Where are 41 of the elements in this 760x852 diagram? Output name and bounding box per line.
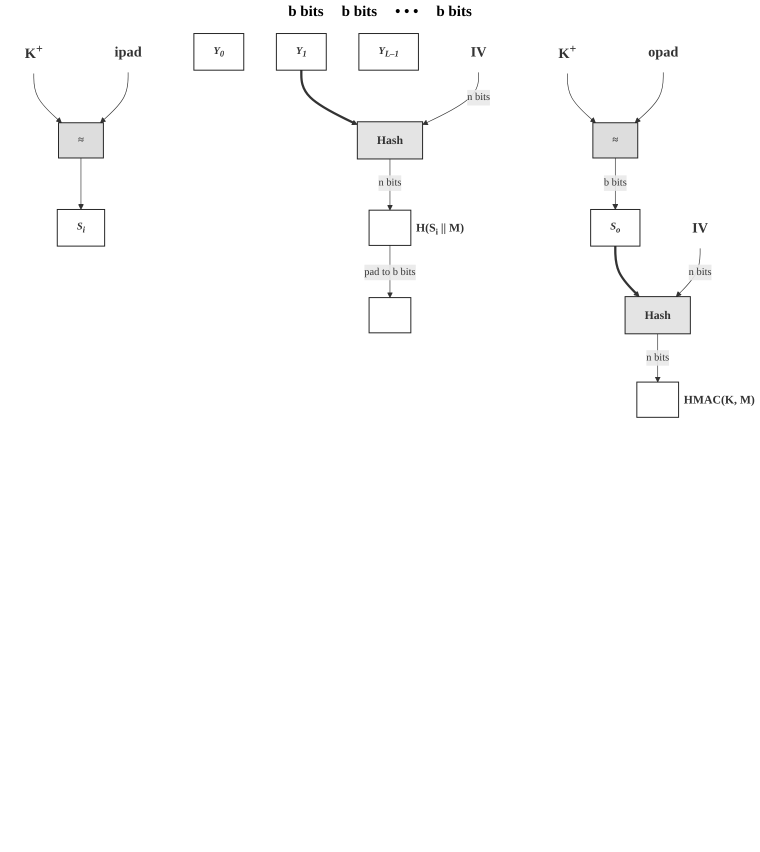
node-text: opad [648, 44, 678, 60]
node-text: K$^{+}$ [558, 42, 576, 62]
arrow [612, 158, 618, 210]
output-label: H(S$_{i}$ || M) [416, 222, 464, 236]
node-text: K$^{+}$ [24, 42, 43, 62]
node-box [636, 382, 680, 418]
edge-label: n bits [646, 352, 670, 364]
arrow [78, 158, 84, 210]
output-label: HMAC(K, M) [684, 394, 755, 407]
node-box: Hash [356, 121, 424, 160]
edge-label: pad to b bits [364, 266, 416, 278]
arrow [387, 158, 393, 210]
node-box: Y$_{L–1}$ [358, 33, 419, 71]
node-box [368, 297, 412, 334]
edge-label: n bits [467, 92, 490, 103]
arrow [676, 248, 700, 297]
node-text: IV [692, 220, 708, 236]
dimension-label: b bits [436, 4, 472, 21]
node-box: Hash [624, 296, 691, 334]
arrow [100, 72, 128, 123]
edge-label: n bits [378, 177, 402, 188]
dimension-label: b bits [288, 4, 324, 21]
arrow [33, 73, 62, 123]
edge-label: b bits [604, 177, 627, 188]
arrow [634, 72, 664, 123]
node-box: S$_{o}$ [590, 208, 640, 247]
node-box: ≈ [592, 122, 638, 158]
node-box: S$_{i}$ [56, 208, 106, 247]
node-text: IV [470, 44, 487, 60]
node-box [368, 210, 412, 246]
arrow [422, 72, 479, 125]
node-text: ipad [114, 44, 142, 60]
node-box: Y$_{0}$ [193, 33, 244, 71]
node-box: ≈ [58, 122, 104, 158]
dimension-label: b bits [342, 4, 378, 21]
node-box: Y$_{1}$ [276, 33, 327, 71]
arrow [614, 246, 640, 297]
arrow [300, 70, 358, 125]
arrow [567, 73, 596, 123]
edge-label: n bits [688, 266, 712, 278]
ellipsis: • • • [395, 4, 418, 21]
